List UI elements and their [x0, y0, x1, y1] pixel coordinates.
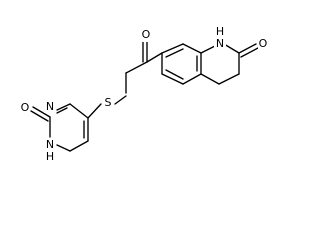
bond — [240, 47, 259, 58]
bond — [161, 43, 184, 54]
pyrimidinone-oxygen: O — [21, 101, 30, 114]
bond — [218, 73, 240, 85]
bond — [125, 61, 148, 74]
lactam-hydrogen: H — [216, 25, 224, 38]
bond — [200, 73, 220, 85]
bond — [32, 106, 51, 118]
bond — [165, 48, 184, 58]
bond — [87, 103, 102, 119]
molecule-canvas: O S N H O N N H O — [20, 25, 268, 163]
bond — [182, 73, 202, 85]
thioether-sulfur: S — [105, 96, 112, 109]
atom-labels: O S N H O N N H O — [21, 25, 268, 163]
lactam-nitrogen: N — [216, 37, 224, 50]
bond — [56, 144, 71, 152]
bond — [146, 52, 163, 63]
bond — [223, 43, 240, 54]
bond — [69, 140, 89, 152]
bond — [114, 95, 127, 105]
bond — [56, 107, 68, 114]
pyrimidine-nitrogen: N — [46, 100, 54, 113]
bond — [182, 43, 202, 54]
bond — [69, 103, 89, 119]
bond — [238, 43, 257, 54]
structure-diagram: O S N H O N N H O — [20, 25, 268, 163]
lactam-oxygen: O — [259, 37, 268, 50]
pyrimidine-hydrogen: H — [46, 150, 54, 163]
ketone-oxygen: O — [142, 28, 151, 41]
bond — [56, 103, 71, 111]
atom-backgrounds — [20, 28, 268, 152]
bond — [161, 73, 184, 85]
bond — [30, 110, 49, 122]
bond — [165, 69, 184, 80]
bonds — [30, 40, 259, 152]
pyrimidine-nh-nitrogen: N — [46, 138, 54, 151]
